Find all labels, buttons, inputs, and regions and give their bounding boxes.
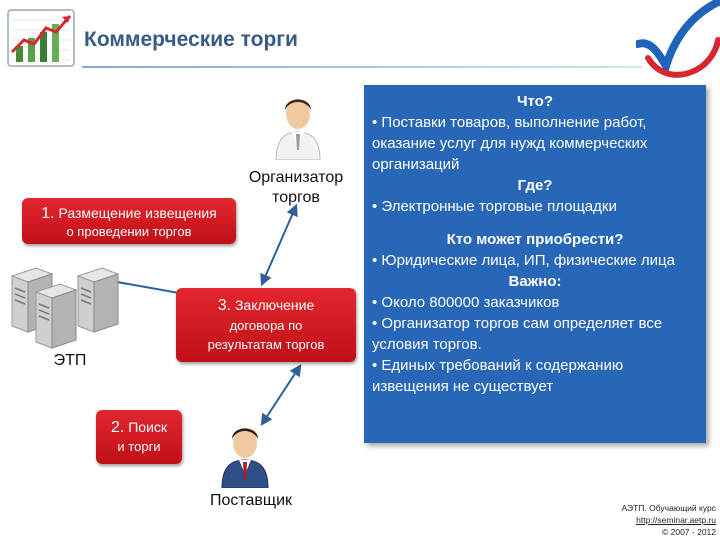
- etp-label: ЭТП: [53, 352, 87, 369]
- arrow-icon: [260, 203, 298, 287]
- step2-box: 2. Поиск и торги: [96, 410, 182, 464]
- header-divider: [82, 66, 642, 68]
- step3-line1: Заключение: [234, 297, 315, 313]
- step2-number: 2.: [110, 419, 125, 436]
- step3-box: 3. Заключение договора по результатам то…: [176, 288, 356, 362]
- server-icon: [10, 267, 120, 349]
- info-item: • Единых требований к содержанию извещен…: [372, 357, 624, 395]
- question-important: Важно:: [508, 273, 562, 290]
- organizer-label: Организатор торгов: [236, 168, 356, 208]
- step2-line2: и торги: [117, 439, 161, 454]
- step1-number: 1.: [41, 205, 55, 222]
- step3-number: 3.: [217, 297, 232, 314]
- supplier-label: Поставщик: [209, 492, 293, 509]
- header: Коммерческие торги: [0, 0, 720, 78]
- footer: АЭТП. Обучающий курс http://seminar.aetp…: [590, 502, 717, 538]
- page-title: Коммерческие торги: [84, 28, 298, 51]
- info-panel: Что? • Поставки товаров, выполнение рабо…: [364, 85, 706, 443]
- arrow-icon: [260, 363, 302, 427]
- checkmark-logo-icon: [636, 0, 720, 78]
- step2-line1: Поиск: [128, 419, 168, 435]
- info-item: • Поставки товаров, выполнение работ, ок…: [372, 114, 648, 173]
- question-who: Кто может приобрести?: [446, 231, 624, 248]
- organizer-label-line1: Организатор: [248, 169, 344, 186]
- question-where: Где?: [517, 177, 553, 194]
- info-item: • Юридические лица, ИП, физические лица: [372, 252, 675, 269]
- chart-logo-icon: [7, 9, 75, 67]
- step1-line2: о проведении торгов: [66, 224, 192, 239]
- step1-line1: Размещение извещения: [58, 205, 217, 221]
- info-item: • Электронные торговые площадки: [372, 198, 617, 215]
- info-item: • Организатор торгов сам определяет все …: [372, 315, 663, 353]
- supplier-person-icon: [221, 428, 269, 488]
- footer-course: АЭТП. Обучающий курс: [621, 503, 717, 513]
- step3-line2: договора по: [229, 318, 303, 333]
- footer-copyright: © 2007 - 2012: [662, 527, 716, 537]
- step1-box: 1. Размещение извещения о проведении тор…: [22, 198, 236, 244]
- info-item: • Около 800000 заказчиков: [372, 294, 560, 311]
- footer-link[interactable]: http://seminar.aetp.ru: [636, 515, 716, 525]
- question-what: Что?: [516, 93, 553, 110]
- organizer-person-icon: [275, 99, 321, 160]
- organizer-label-line2: торгов: [272, 189, 320, 206]
- step3-line3: результатам торгов: [207, 337, 325, 352]
